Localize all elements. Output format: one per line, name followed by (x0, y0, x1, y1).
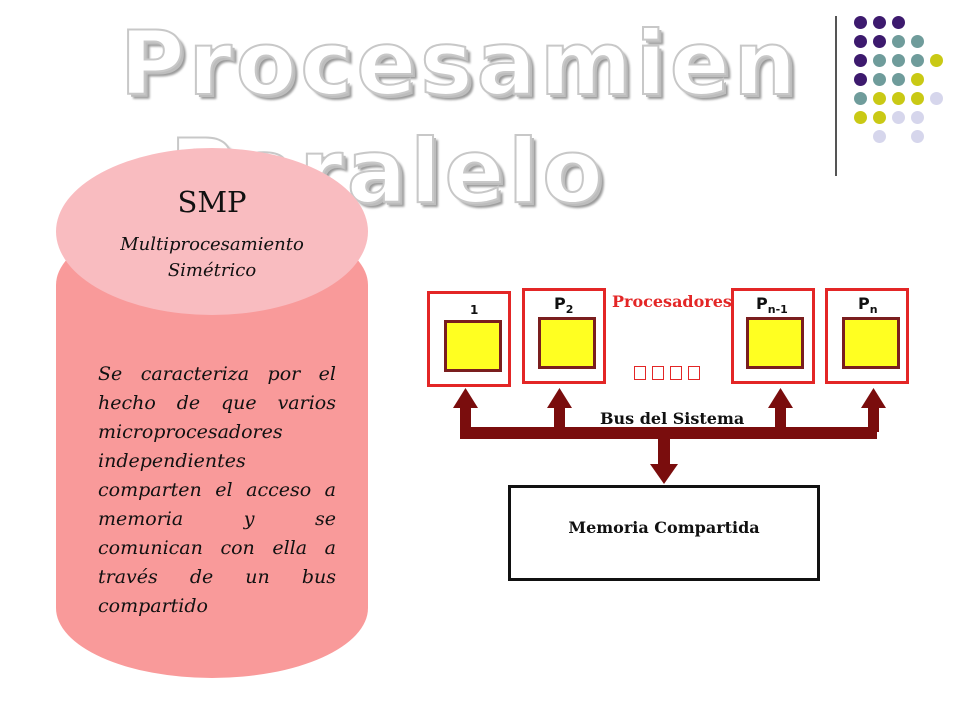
smp-subtitle: Multiprocesamiento Simétrico (56, 232, 368, 284)
memory-arrow-shaft (658, 436, 670, 468)
decorative-dot (911, 73, 924, 86)
bus-arrow-shaft-n-1 (775, 406, 786, 432)
ellipsis-box (670, 366, 682, 380)
shared-memory-label: Memoria Compartida (568, 518, 760, 537)
ellipsis-box (634, 366, 646, 380)
smp-subtitle-line2: Simétrico (167, 260, 257, 281)
decorative-dot (873, 16, 886, 29)
bus-label: Bus del Sistema (600, 409, 745, 428)
ellipsis-boxes (634, 366, 700, 380)
bus-arrow-shaft-2 (554, 406, 565, 432)
decorative-dot (892, 92, 905, 105)
decorative-dot (854, 111, 867, 124)
decorative-dot (892, 73, 905, 86)
bus-arrow-head-n-1 (768, 388, 793, 408)
decorative-dot (911, 35, 924, 48)
decorative-dot (911, 54, 924, 67)
decorative-dot (911, 111, 924, 124)
processor-chip-1 (444, 320, 502, 372)
decorative-dot (873, 54, 886, 67)
decorative-dot (911, 130, 924, 143)
ellipsis-box (652, 366, 664, 380)
decorative-dot (854, 16, 867, 29)
decorative-dot (873, 73, 886, 86)
decorative-dot (854, 35, 867, 48)
procesadores-label: Procesadores (612, 292, 732, 311)
decorative-dot (930, 92, 943, 105)
processor-label-n-1: Pn-1 (756, 294, 788, 317)
smp-title: SMP (177, 185, 247, 219)
processor-chip-n (842, 317, 900, 369)
smp-subtitle-line1: Multiprocesamiento (120, 234, 304, 255)
ellipsis-box (688, 366, 700, 380)
decorative-dot (911, 92, 924, 105)
slide-title-line1: Procesamien (119, 11, 801, 116)
shared-memory-box (508, 485, 820, 581)
processor-chip-n-1 (746, 317, 804, 369)
bus-arrow-shaft-n (868, 406, 879, 432)
bus-arrow-head-1 (453, 388, 478, 408)
bus-arrow-head-2 (547, 388, 572, 408)
decorative-dot (873, 130, 886, 143)
processor-label-2: P2 (554, 294, 574, 317)
decorative-dot (854, 73, 867, 86)
decorative-dot (873, 35, 886, 48)
decorative-dot (930, 54, 943, 67)
decorative-divider (835, 16, 837, 176)
processor-label-1: 1 (470, 303, 479, 317)
decorative-dot (892, 16, 905, 29)
smp-cylinder-top (56, 148, 368, 315)
processor-label-n: Pn (858, 294, 878, 317)
bus-arrow-head-n (861, 388, 886, 408)
bus-arrow-shaft-1 (460, 406, 471, 432)
memory-arrow-head (650, 464, 678, 484)
decorative-dot (892, 111, 905, 124)
decorative-dot (892, 54, 905, 67)
decorative-dot (854, 92, 867, 105)
decorative-dot (873, 92, 886, 105)
decorative-dot (873, 111, 886, 124)
smp-description: Se caracteriza por el hecho de que vario… (98, 363, 336, 617)
processor-chip-2 (538, 317, 596, 369)
decorative-dot (892, 35, 905, 48)
decorative-dot (854, 54, 867, 67)
